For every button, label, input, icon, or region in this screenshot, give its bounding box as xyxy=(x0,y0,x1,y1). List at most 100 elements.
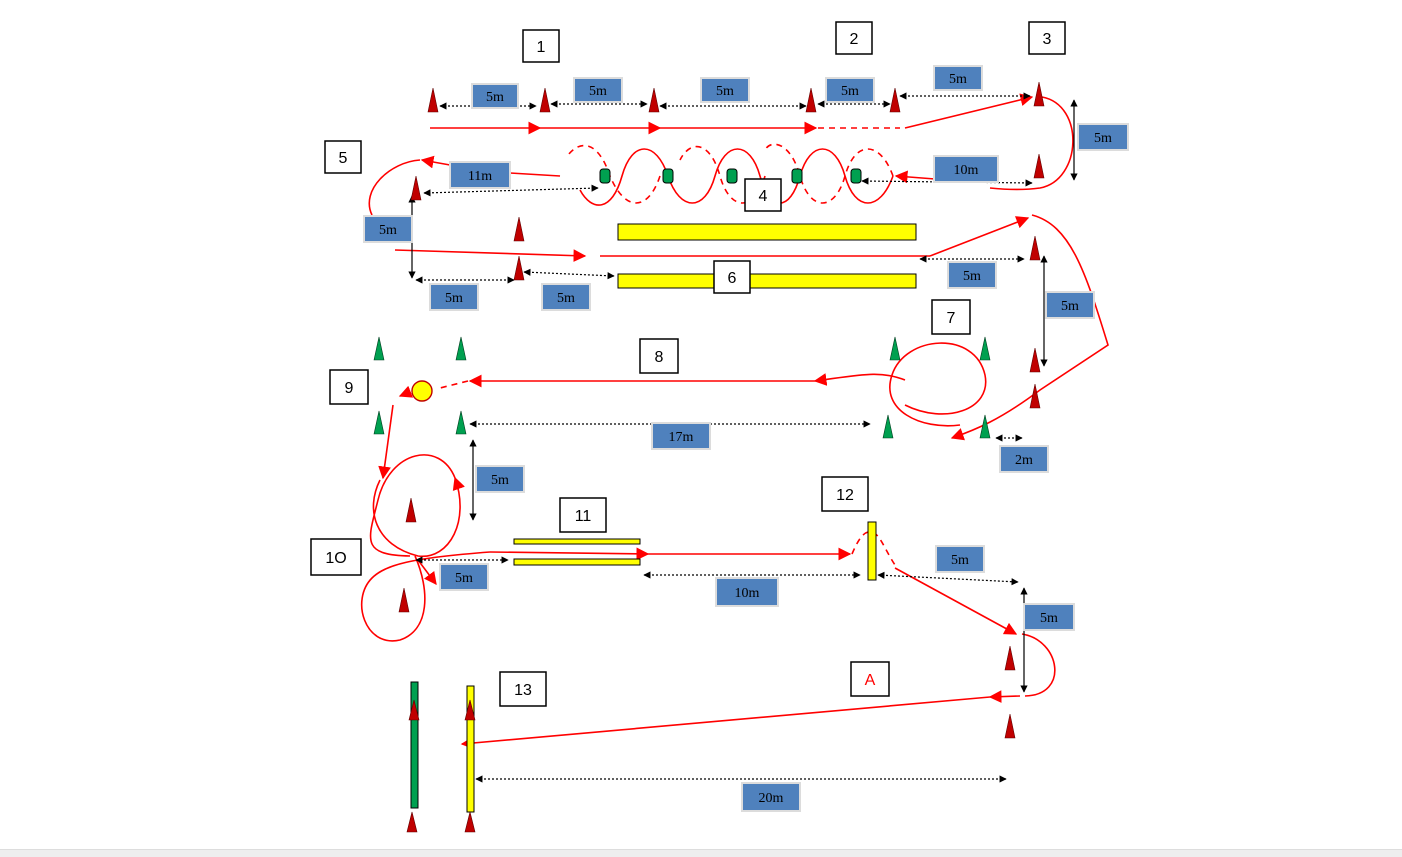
green-cone xyxy=(979,414,991,439)
distance-label: 5m xyxy=(935,545,985,573)
station-9-label: 9 xyxy=(329,369,369,405)
route-segment xyxy=(417,559,437,586)
green-drum xyxy=(662,168,674,184)
route-figure8-cross xyxy=(369,454,456,557)
svg-text:5m: 5m xyxy=(491,473,509,488)
green-cone xyxy=(889,336,901,361)
route-turn-a xyxy=(1021,633,1056,697)
red-cone xyxy=(398,587,410,613)
svg-text:5m: 5m xyxy=(841,84,859,99)
bottom-bar xyxy=(0,849,1402,857)
route-segment xyxy=(378,404,394,480)
svg-text:5m: 5m xyxy=(716,84,734,99)
route-segment xyxy=(509,172,561,177)
distance-label: 5m xyxy=(933,65,983,91)
svg-text:5m: 5m xyxy=(949,72,967,87)
route-circle-7 xyxy=(889,342,987,427)
green-cone xyxy=(455,410,467,435)
distance-label: 5m xyxy=(439,563,489,591)
red-cone xyxy=(1004,713,1016,739)
distance-label: 11m xyxy=(449,161,511,189)
distance-label: 10m xyxy=(933,155,999,183)
distance-label: 5m xyxy=(475,465,525,493)
yellow-barrier xyxy=(617,273,917,289)
distance-label: 5m xyxy=(825,77,875,103)
station-1-label: 1 xyxy=(522,29,560,63)
red-cone xyxy=(648,87,660,113)
yellow-hurdle xyxy=(867,521,877,581)
yellow-lane-bar xyxy=(513,538,641,545)
station-6-label: 6 xyxy=(713,260,751,294)
svg-text:3: 3 xyxy=(1043,31,1052,48)
distance-label: 5m xyxy=(1045,291,1095,319)
distance-label: 5m xyxy=(363,215,413,243)
route-figure8-upper xyxy=(372,476,465,557)
svg-text:1O: 1O xyxy=(325,550,346,567)
route-hurdle-dashed xyxy=(851,530,896,566)
route-segment xyxy=(904,93,1034,129)
green-cone xyxy=(979,336,991,361)
measure-line xyxy=(423,184,599,197)
green-cone xyxy=(373,410,385,435)
svg-text:5m: 5m xyxy=(1061,299,1079,314)
green-drum xyxy=(850,168,862,184)
svg-text:6: 6 xyxy=(728,270,737,287)
svg-text:5m: 5m xyxy=(486,90,504,105)
route-loop-right xyxy=(950,214,1109,441)
svg-text:17m: 17m xyxy=(669,430,694,445)
route-segment xyxy=(420,155,451,169)
yellow-pole xyxy=(466,685,475,813)
distance-label: 5m xyxy=(1077,123,1129,151)
svg-text:5m: 5m xyxy=(951,553,969,568)
station-8-label: 8 xyxy=(639,338,679,374)
svg-text:5m: 5m xyxy=(589,84,607,99)
svg-text:5: 5 xyxy=(339,150,348,167)
red-cone xyxy=(1029,235,1041,261)
svg-text:5m: 5m xyxy=(455,571,473,586)
red-cone xyxy=(1033,81,1045,107)
distance-label: 5m xyxy=(947,261,997,289)
red-cone xyxy=(1029,347,1041,373)
slalom-drums xyxy=(599,168,862,184)
svg-text:10m: 10m xyxy=(735,586,760,601)
station-11-label: 11 xyxy=(559,497,607,533)
red-cone xyxy=(1033,153,1045,179)
yellow-barrier xyxy=(617,223,917,241)
yellow-ball xyxy=(411,380,433,402)
route-turn-3 xyxy=(989,96,1074,191)
red-cone xyxy=(406,811,418,833)
route-segment xyxy=(398,385,414,398)
svg-text:5m: 5m xyxy=(963,269,981,284)
svg-text:10m: 10m xyxy=(954,163,979,178)
red-cone xyxy=(513,216,525,242)
route-segment xyxy=(489,547,650,561)
red-cone xyxy=(539,87,551,113)
route-figure8-lower xyxy=(361,551,491,642)
station-4-label: 4 xyxy=(744,178,782,212)
red-cone xyxy=(889,87,901,113)
yellow-lane-bar xyxy=(513,558,641,566)
route-segment xyxy=(394,249,587,263)
distance-label: 5m xyxy=(429,283,479,311)
distance-label: 5m xyxy=(700,77,750,103)
green-cone xyxy=(373,336,385,361)
distance-labels: 5m 5m 5m 5m 5m 5m 11m 10m 5m 5m 5m 5m 5m… xyxy=(363,65,1129,812)
measure-line xyxy=(877,571,1019,586)
red-cone xyxy=(427,87,439,113)
svg-text:9: 9 xyxy=(345,380,354,397)
station-12-label: 12 xyxy=(821,476,869,512)
svg-text:20m: 20m xyxy=(759,791,784,806)
route-segment xyxy=(460,696,991,750)
svg-text:7: 7 xyxy=(947,310,956,327)
station-10-label: 1O xyxy=(310,538,362,576)
route-segment xyxy=(929,216,1030,257)
svg-text:12: 12 xyxy=(836,487,854,504)
distance-label: 5m xyxy=(1023,603,1075,631)
svg-text:5m: 5m xyxy=(557,291,575,306)
green-pole xyxy=(410,681,419,809)
red-cone xyxy=(464,811,476,833)
green-cone xyxy=(455,336,467,361)
station-13-label: 13 xyxy=(499,671,547,707)
red-cone xyxy=(408,699,420,721)
red-cone xyxy=(1004,645,1016,671)
